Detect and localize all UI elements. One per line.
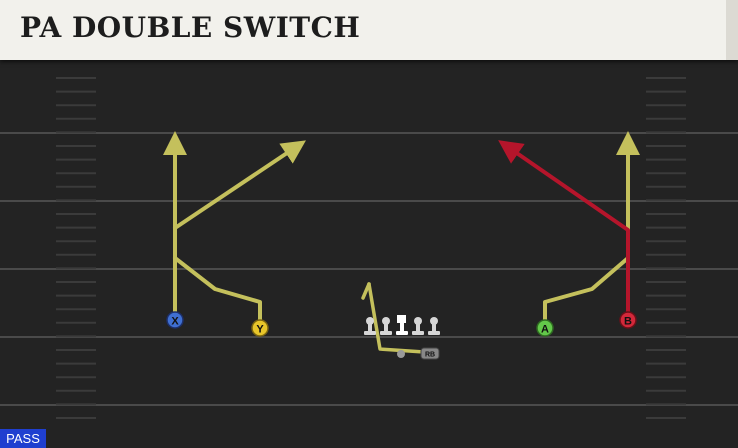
player-label: RB <box>425 352 435 359</box>
player-label: X <box>171 316 179 328</box>
player-rb[interactable]: RB <box>420 347 440 360</box>
play-title: PA DOUBLE SWITCH <box>20 11 361 44</box>
lineman-icon <box>380 317 392 335</box>
x-receiver-icon <box>166 311 184 329</box>
a-receiver-icon <box>536 319 554 337</box>
qb-playaction-route <box>367 282 426 354</box>
b-route <box>498 140 630 314</box>
lineman-icon <box>428 317 440 335</box>
player-a[interactable]: A <box>536 319 554 337</box>
qb-drop-tip <box>361 282 371 300</box>
player-y[interactable]: Y <box>251 319 269 337</box>
player-x[interactable]: X <box>166 311 184 329</box>
y-receiver-icon <box>251 319 269 337</box>
b-receiver-icon <box>619 311 637 329</box>
lineman-icon <box>364 317 376 335</box>
quarterback-icon <box>397 350 405 358</box>
player-b[interactable]: B <box>619 311 637 329</box>
hash-marks-right <box>646 77 686 419</box>
play-type-badge: PASS <box>0 429 46 448</box>
running-back-icon <box>420 347 440 360</box>
routes <box>163 131 640 354</box>
yard-lines <box>0 132 738 406</box>
lineman-icon <box>412 317 424 335</box>
play-title-bar: PA DOUBLE SWITCH <box>0 0 738 60</box>
hash-marks-left <box>56 77 96 419</box>
player-label: B <box>624 316 632 328</box>
player-label: Y <box>256 324 264 336</box>
center-icon <box>396 315 408 335</box>
x-route-post <box>173 140 306 230</box>
player-label: A <box>541 324 549 336</box>
offensive-line <box>364 315 440 358</box>
a-route <box>543 131 640 322</box>
y-route <box>173 256 262 322</box>
